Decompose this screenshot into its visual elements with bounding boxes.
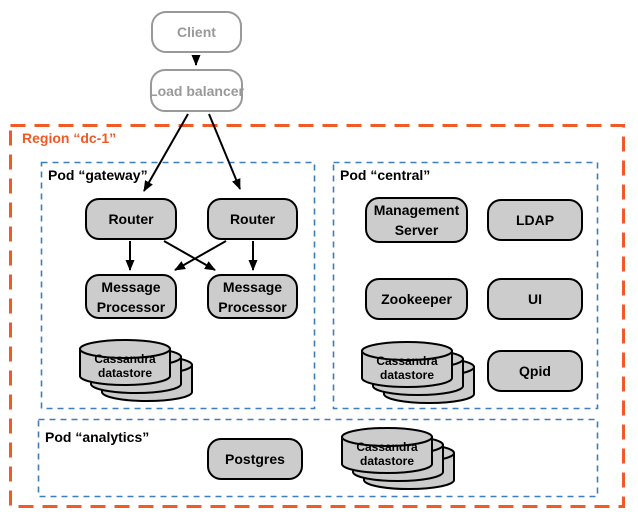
load-balancer-node: Load balancer	[149, 69, 244, 112]
mp-left-label-line1: Message	[101, 278, 161, 295]
arrow-router-right-to-mp-left	[174, 240, 227, 271]
ldap-node: LDAP	[487, 199, 583, 241]
mp-left-label-line2: Processor	[96, 298, 166, 315]
cassandra-gateway-line1: Cassandra	[94, 352, 156, 366]
message-processor-right-node: Message Processor	[207, 274, 298, 319]
cassandra-gateway-line2: datastore	[97, 366, 153, 380]
postgres-node: Postgres	[207, 438, 303, 480]
cassandra-central-line1: Cassandra	[376, 354, 438, 368]
arrow-loadbalancer-to-router-left	[143, 113, 189, 192]
pod-central-border	[332, 161, 599, 410]
qpid-label: Qpid	[519, 363, 551, 379]
router-right-label: Router	[229, 211, 276, 227]
client-node: Client	[151, 11, 242, 53]
management-server-line2: Server	[394, 222, 439, 238]
ui-label: UI	[528, 291, 542, 307]
cassandra-central-line2: datastore	[379, 368, 435, 382]
cassandra-analytics-line1: Cassandra	[356, 440, 418, 454]
region-dc1-label: Region “dc-1”	[22, 130, 117, 146]
pod-gateway-label: Pod “gateway”	[48, 167, 148, 183]
router-left-node: Router	[85, 198, 177, 240]
management-server-line1: Management	[373, 202, 460, 218]
pod-analytics-label: Pod “analytics”	[45, 429, 150, 445]
qpid-node: Qpid	[487, 350, 583, 392]
region-dc1-border	[9, 124, 625, 508]
mp-right-label-line2: Processor	[218, 298, 287, 315]
arrow-router-left-to-mp-right	[163, 240, 216, 271]
message-processor-left-node: Message Processor	[85, 274, 177, 319]
connector-arrows	[125, 55, 258, 271]
load-balancer-label: Load balancer	[149, 82, 244, 99]
arrow-loadbalancer-to-router-right	[208, 113, 241, 190]
cassandra-datastore-gateway-icon	[79, 339, 193, 402]
zookeeper-node: Zookeeper	[365, 278, 468, 320]
router-right-node: Router	[207, 198, 298, 240]
ui-node: UI	[487, 278, 583, 320]
cassandra-analytics-label: Cassandra datastore	[342, 440, 432, 468]
mp-right-label-line1: Message	[222, 278, 283, 295]
pod-central-label: Pod “central”	[340, 167, 431, 183]
ldap-label: LDAP	[515, 212, 555, 228]
cassandra-datastore-analytics-icon	[341, 427, 455, 490]
cassandra-analytics-line2: datastore	[359, 454, 415, 468]
management-server-node: Management Server	[365, 197, 468, 243]
router-left-label: Router	[108, 211, 154, 227]
pod-analytics-border	[37, 418, 599, 498]
pod-gateway-border	[40, 161, 316, 410]
cassandra-datastore-central-icon	[361, 341, 475, 404]
zookeeper-label: Zookeeper	[381, 291, 452, 307]
cassandra-central-label: Cassandra datastore	[362, 354, 452, 382]
postgres-label: Postgres	[225, 451, 285, 467]
client-label: Client	[177, 24, 216, 40]
cassandra-gateway-label: Cassandra datastore	[80, 352, 170, 380]
